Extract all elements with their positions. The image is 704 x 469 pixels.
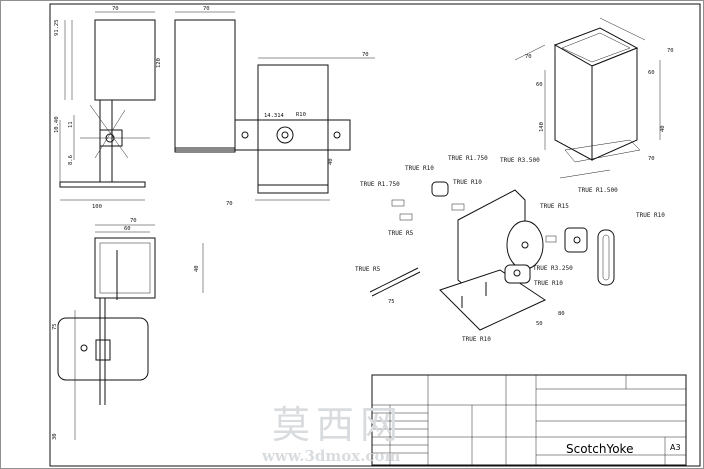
dim-sp-3: 40 [328, 158, 334, 165]
exploded-view [369, 181, 615, 331]
callout-true-r1-750-b: TRUE R1.750 [360, 181, 400, 188]
plan-view-top [94, 224, 204, 300]
callout-true-r10-a: TRUE R10 [405, 165, 434, 172]
dim-iso-w2: 70 [667, 48, 674, 54]
dim-plan-inner: 60 [124, 226, 131, 232]
dim-iso-h2: 40 [660, 125, 666, 132]
dim-iso-w: 70 [525, 54, 532, 60]
sheet-inner-border [49, 3, 701, 467]
dim-iso-d2: 60 [648, 70, 655, 76]
sheet-size: A3 [670, 443, 681, 452]
dim-plan-side: 30 [52, 433, 58, 440]
callout-true-r15: TRUE R15 [540, 203, 569, 210]
callout-true-r1-750: TRUE R1.750 [448, 155, 488, 162]
dim-iso-base: 70 [648, 156, 655, 162]
callout-true-r10-d: TRUE R10 [534, 280, 563, 287]
dim-plan-width: 70 [130, 218, 137, 224]
dim-exp-d: 50 [536, 321, 543, 327]
front-view [59, 11, 156, 201]
top-plan-view [234, 57, 375, 201]
side-view [174, 11, 236, 153]
watermark-logo: 莫西网 [272, 403, 404, 447]
callout-true-r10-b: TRUE R10 [453, 179, 482, 186]
callout-true-r10-c: TRUE R10 [636, 212, 665, 219]
dim-base-width: 100 [92, 204, 102, 210]
dim-plan-h: 75 [52, 323, 58, 330]
callout-true-r5-a: TRUE R5 [388, 230, 414, 237]
dim-mid-2: 11 [68, 121, 74, 128]
callout-true-r3-250: TRUE R3.250 [533, 265, 573, 272]
callout-true-r1-500: TRUE R1.500 [578, 187, 618, 194]
callout-true-r10-e: TRUE R10 [462, 336, 491, 343]
dim-mid-3: 8.6 [68, 155, 74, 165]
callout-true-r5-b: TRUE R5 [355, 266, 381, 273]
dim-exp-w: 80 [558, 311, 565, 317]
dim-top-width-1: 70 [112, 6, 119, 12]
callout-true-r3-500: TRUE R3.500 [500, 157, 540, 164]
title-block [371, 374, 687, 466]
dim-iso-h: 140 [539, 122, 545, 132]
dim-plan-depth: 40 [194, 265, 200, 272]
dim-top-width-2: 70 [203, 6, 210, 12]
drawing-name: ScotchYoke [566, 442, 633, 456]
watermark-url: www.3dmox.com [261, 447, 401, 465]
dim-height-2: 120 [156, 58, 162, 68]
dim-exp-len: 75 [388, 299, 395, 305]
dim-height-left: 91.25 [54, 19, 60, 36]
isometric-view [514, 17, 661, 179]
plan-view-bottom [57, 298, 149, 440]
dim-r-hole: R10 [296, 112, 306, 118]
dim-side-offset: 70 [226, 201, 233, 207]
dim-iso-d: 60 [536, 82, 543, 88]
dim-mid-1: 10.40 [54, 116, 60, 133]
dim-sp-1: 14.314 [264, 113, 285, 119]
dim-right-width: 70 [362, 52, 369, 58]
